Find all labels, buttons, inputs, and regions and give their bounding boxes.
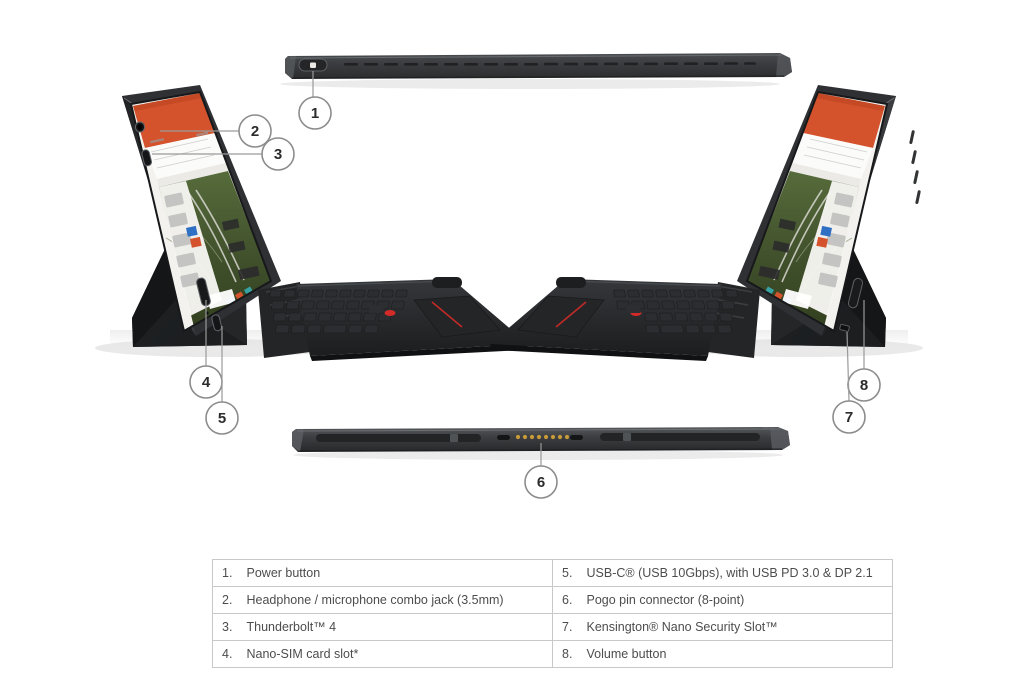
kensington-nano-security-slot [839, 323, 850, 332]
tablet-top-edge-body [285, 53, 792, 79]
alignment-notch-right [570, 435, 583, 440]
legend-number-3: 3. [212, 613, 241, 641]
legend-number-4: 4. [212, 640, 241, 668]
hinge-block-left [432, 277, 462, 288]
legend-row-3: 3. Thunderbolt™ 4 7. Kensington® Nano Se… [212, 613, 893, 641]
legend-text-2: Headphone / microphone combo jack (3.5mm… [240, 586, 553, 614]
callout-8-label: 8 [860, 377, 868, 394]
right-device-view: 8 7 [490, 85, 923, 434]
legend-number-5: 5. [552, 559, 581, 587]
leader-line-7 [846, 331, 850, 402]
vent-slots-right [909, 130, 921, 205]
callout-3[interactable]: 3 [261, 137, 295, 171]
top-edge-view: 1 [280, 53, 792, 130]
legend-row-4: 4. Nano-SIM card slot* 8. Volume button [212, 640, 893, 668]
callout-8[interactable]: 8 [847, 368, 881, 402]
legend-row-2: 2. Headphone / microphone combo jack (3.… [212, 586, 893, 614]
keyboard-base-left [258, 277, 528, 361]
callout-4[interactable]: 4 [189, 365, 223, 399]
callout-2-label: 2 [251, 123, 259, 140]
magnet-left [450, 434, 458, 442]
callout-2[interactable]: 2 [238, 114, 272, 148]
legend-text-7: Kensington® Nano Security Slot™ [580, 613, 893, 641]
legend-text-4: Nano-SIM card slot* [240, 640, 553, 668]
callout-6[interactable]: 6 [524, 465, 558, 499]
legend-text-3: Thunderbolt™ 4 [240, 613, 553, 641]
power-button [298, 58, 328, 72]
pogo-pin-connector [515, 434, 570, 440]
vent-slots [344, 62, 756, 66]
legend-row-1: 1. Power button 5. USB-C® (USB 10Gbps), … [212, 559, 893, 587]
alignment-notch-left [497, 435, 510, 440]
legend-table: 1. Power button 5. USB-C® (USB 10Gbps), … [212, 559, 893, 668]
legend-number-1: 1. [212, 559, 241, 587]
callout-3-label: 3 [274, 146, 282, 163]
legend-number-7: 7. [552, 613, 581, 641]
callout-4-label: 4 [202, 374, 211, 391]
antenna-band-left [316, 434, 481, 442]
nano-sim-card-slot [196, 277, 211, 307]
legend-text-6: Pogo pin connector (8-point) [580, 586, 893, 614]
legend-number-2: 2. [212, 586, 241, 614]
magnet-right [623, 433, 631, 441]
legend-number-6: 6. [552, 586, 581, 614]
callout-5[interactable]: 5 [205, 401, 239, 435]
bottom-edge-view: 6 [292, 427, 790, 499]
keyboard-base-right [490, 277, 760, 361]
thunderbolt-4-port [141, 149, 153, 167]
legend-number-8: 8. [552, 640, 581, 668]
callout-6-label: 6 [537, 474, 545, 491]
trackpad-right [517, 295, 605, 338]
antenna-band-right [600, 433, 760, 441]
legend-text-5: USB-C® (USB 10Gbps), with USB PD 3.0 & D… [580, 559, 893, 587]
callout-1-label: 1 [311, 105, 319, 122]
volume-button [847, 277, 864, 309]
legend-text-8: Volume button [580, 640, 893, 668]
callout-1[interactable]: 1 [298, 96, 332, 130]
legend-text-1: Power button [240, 559, 553, 587]
left-device-view: 2 3 4 5 [95, 85, 528, 435]
trackpad-left [413, 295, 501, 338]
callout-7[interactable]: 7 [832, 400, 866, 434]
hinge-block-right [556, 277, 586, 288]
callout-5-label: 5 [218, 410, 226, 427]
usb-c-port [211, 314, 223, 332]
trackpoint-nub [384, 310, 396, 316]
callout-7-label: 7 [845, 409, 853, 426]
